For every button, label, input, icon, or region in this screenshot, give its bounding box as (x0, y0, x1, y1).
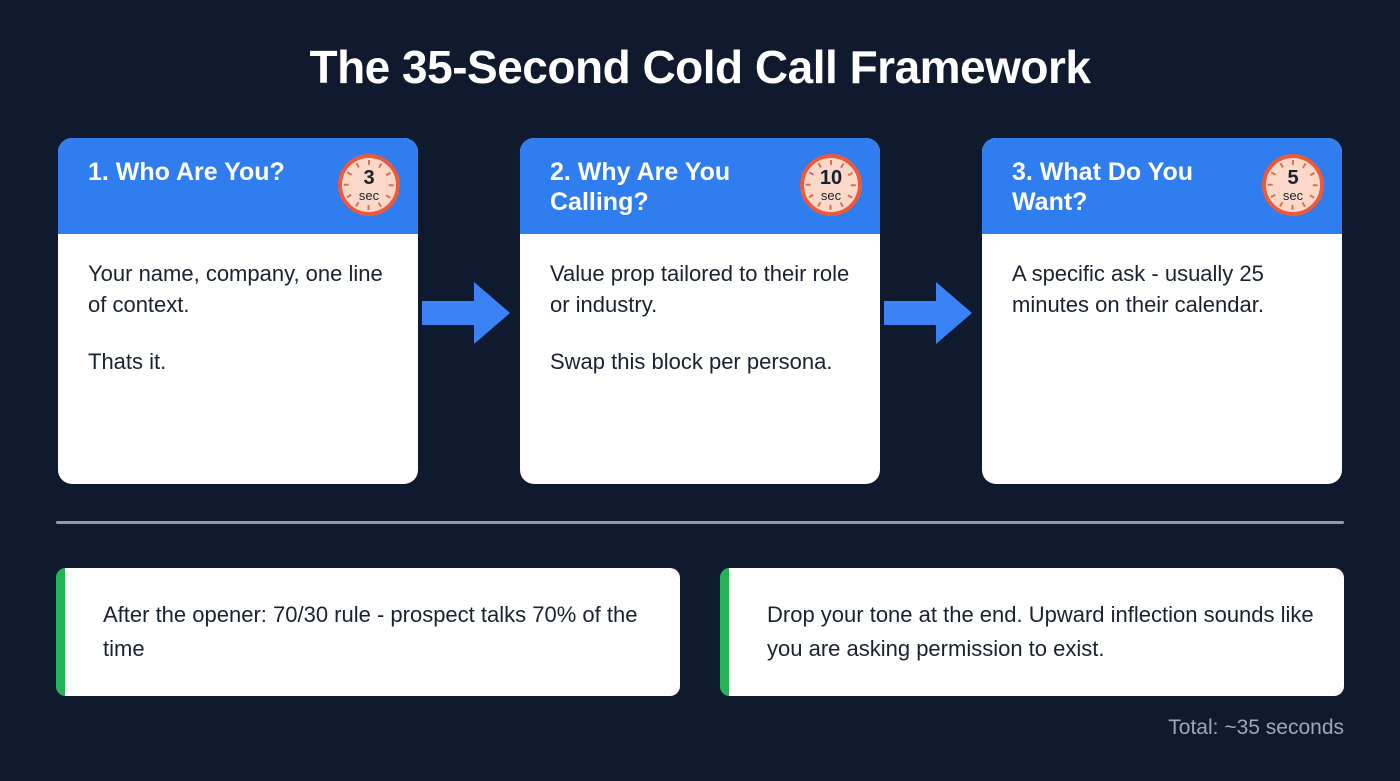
step-card-1-line-1: Your name, company, one line of context. (88, 261, 383, 318)
timer-unit: sec (820, 188, 842, 203)
step-card-2: 2. Why Are You Calling? 10 sec Value pro… (520, 138, 880, 484)
step-card-1-header: 1. Who Are You? 3 sec (58, 138, 418, 234)
step-card-2-line-1: Value prop tailored to their role or ind… (550, 261, 850, 318)
step-card-3: 3. What Do You Want? 5 sec A specific as… (982, 138, 1342, 484)
tip-card-1: After the opener: 70/30 rule - prospect … (56, 568, 680, 696)
timer-clock-icon: 3 sec (338, 154, 400, 216)
tip-accent-bar (720, 568, 729, 696)
step-card-1: 1. Who Are You? 3 sec Your name, company… (58, 138, 418, 484)
timer-value: 10 (819, 167, 843, 189)
step-card-1-line-2: Thats it. (88, 349, 167, 375)
clock-ticks (342, 158, 396, 212)
clock-ticks (1266, 158, 1320, 212)
arrow-step2-to-step3 (884, 282, 972, 344)
tip-card-2: Drop your tone at the end. Upward inflec… (720, 568, 1344, 696)
tip-accent-bar (56, 568, 65, 696)
step-card-3-line-1: A specific ask - usually 25 minutes on t… (1012, 261, 1264, 318)
section-divider (56, 521, 1344, 524)
arrow-step1-to-step2 (422, 282, 510, 344)
timer-unit: sec (1282, 188, 1304, 203)
step-card-3-title: 3. What Do You Want? (1012, 158, 1194, 216)
step-card-3-header: 3. What Do You Want? 5 sec (982, 138, 1342, 234)
step-card-2-body: Value prop tailored to their role or ind… (520, 234, 880, 484)
step-card-3-body: A specific ask - usually 25 minutes on t… (982, 234, 1342, 484)
tip-card-1-text: After the opener: 70/30 rule - prospect … (103, 601, 638, 661)
total-duration-label: Total: ~35 seconds (1168, 716, 1344, 739)
timer-value: 3 (363, 167, 375, 189)
timer-unit: sec (358, 188, 380, 203)
timer-value: 5 (1287, 167, 1299, 189)
step-card-2-header: 2. Why Are You Calling? 10 sec (520, 138, 880, 234)
page-title: The 35-Second Cold Call Framework (309, 41, 1091, 93)
timer-clock-icon: 5 sec (1262, 154, 1324, 216)
tip-card-2-text: Drop your tone at the end. Upward inflec… (767, 601, 1314, 661)
step-card-2-title: 2. Why Are You Calling? (550, 158, 731, 216)
step-card-1-title: 1. Who Are You? (88, 158, 285, 186)
clock-ticks (804, 158, 858, 212)
timer-clock-icon: 10 sec (800, 154, 862, 216)
step-card-2-line-2: Swap this block per persona. (550, 349, 833, 375)
step-card-1-body: Your name, company, one line of context.… (58, 234, 418, 484)
